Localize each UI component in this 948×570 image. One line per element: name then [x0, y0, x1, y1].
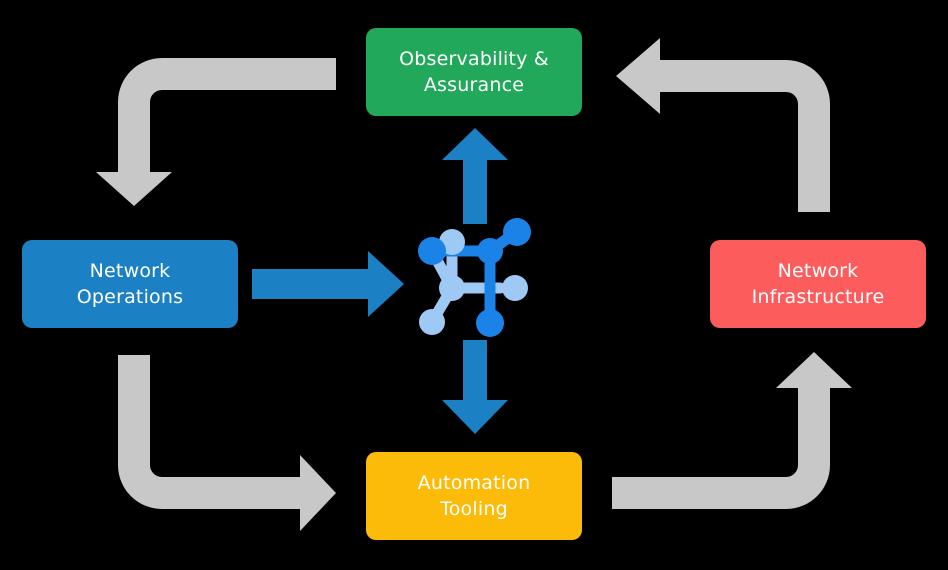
node-network-infrastructure[interactable]: Network Infrastructure: [710, 240, 926, 328]
topology-nodes-light: [419, 229, 528, 335]
arrow-operations-to-center: [252, 251, 404, 317]
network-topology-icon: [418, 218, 538, 338]
node-automation-label: Automation Tooling: [417, 471, 531, 520]
node-automation-tooling[interactable]: Automation Tooling: [366, 452, 582, 540]
arrow-operations-to-automation: [118, 355, 336, 531]
node-network-operations[interactable]: Network Operations: [22, 240, 238, 328]
arrow-observability-to-operations: [96, 58, 336, 206]
arrow-automation-to-infrastructure: [612, 352, 852, 509]
arrow-infrastructure-to-observability: [616, 38, 830, 212]
arrow-center-to-observability: [442, 128, 508, 224]
arrow-center-to-automation: [442, 340, 508, 434]
node-observability-assurance[interactable]: Observability & Assurance: [366, 28, 582, 116]
topology-nodes-strong: [418, 218, 531, 337]
node-observability-label: Observability & Assurance: [399, 47, 549, 96]
node-operations-label: Network Operations: [76, 259, 184, 308]
node-infrastructure-label: Network Infrastructure: [751, 259, 885, 308]
